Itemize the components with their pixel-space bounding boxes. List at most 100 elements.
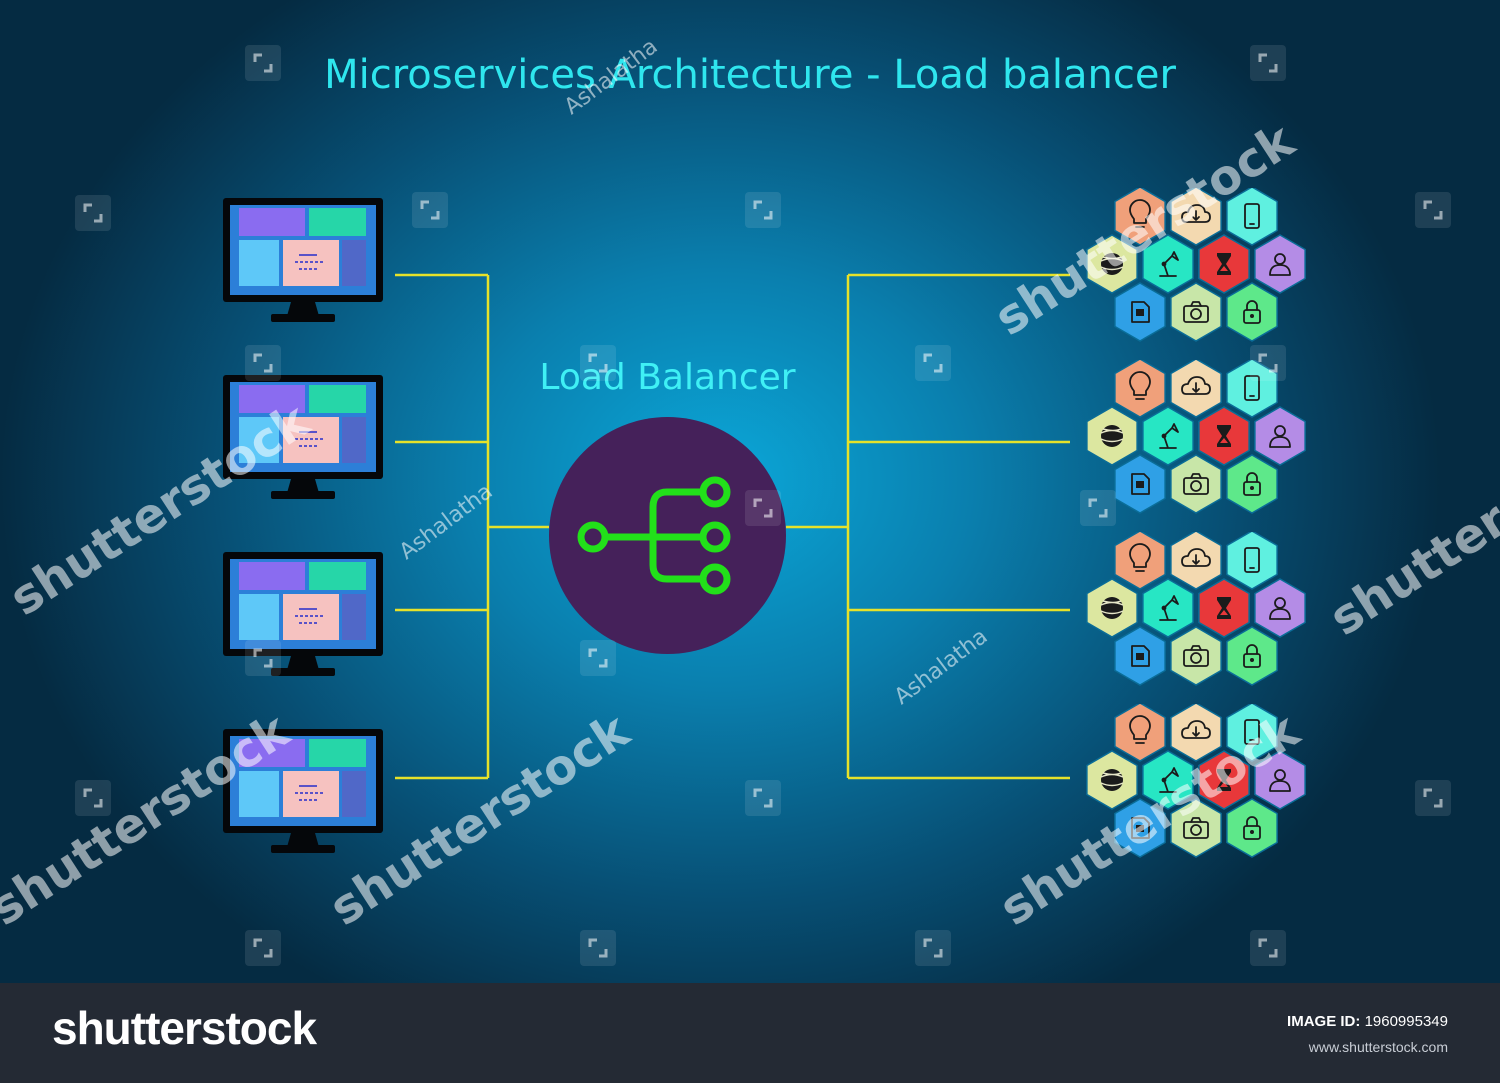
user-hexagon bbox=[1254, 234, 1306, 294]
client-monitor bbox=[223, 729, 383, 859]
watermark-logo-mark bbox=[245, 45, 281, 81]
camera-icon bbox=[1183, 817, 1209, 839]
watermark-logo-mark bbox=[1080, 490, 1116, 526]
watermark-logo-mark bbox=[75, 780, 111, 816]
microservice-cluster bbox=[1070, 530, 1310, 692]
monitor-icon bbox=[223, 552, 383, 676]
hourglass-hexagon bbox=[1198, 406, 1250, 466]
document-hexagon bbox=[1114, 798, 1166, 858]
watermark-logo-mark bbox=[580, 640, 616, 676]
diagram-title: Microservices Architecture - Load balanc… bbox=[324, 52, 1176, 98]
monitor-icon bbox=[223, 198, 383, 322]
watermark-logo-mark bbox=[1415, 780, 1451, 816]
desk-lamp-icon bbox=[1159, 767, 1179, 793]
lightbulb-hexagon bbox=[1114, 358, 1166, 418]
smartphone-hexagon bbox=[1226, 186, 1278, 246]
padlock-hexagon bbox=[1226, 282, 1278, 342]
hourglass-hexagon bbox=[1198, 750, 1250, 810]
padlock-hexagon bbox=[1226, 798, 1278, 858]
camera-hexagon bbox=[1170, 454, 1222, 514]
smartphone-icon bbox=[1244, 375, 1260, 401]
load-balancer-label: Load Balancer bbox=[539, 357, 796, 398]
microservice-hex-grid bbox=[1086, 530, 1306, 686]
lightbulb-hexagon bbox=[1114, 186, 1166, 246]
microservice-cluster bbox=[1070, 702, 1310, 864]
lightbulb-icon bbox=[1129, 715, 1151, 744]
watermark-logo-mark bbox=[580, 930, 616, 966]
microservice-hex-grid bbox=[1086, 186, 1306, 342]
padlock-hexagon bbox=[1226, 626, 1278, 686]
watermark-logo-mark bbox=[915, 345, 951, 381]
globe-hexagon bbox=[1086, 406, 1138, 466]
hourglass-hexagon bbox=[1198, 234, 1250, 294]
smartphone-icon bbox=[1244, 547, 1260, 573]
hourglass-icon bbox=[1217, 769, 1231, 791]
lightbulb-hexagon bbox=[1114, 702, 1166, 762]
smartphone-icon bbox=[1244, 203, 1260, 229]
desk-lamp-icon bbox=[1159, 595, 1179, 621]
image-id-label: IMAGE ID: bbox=[1287, 1013, 1361, 1030]
camera-hexagon bbox=[1170, 626, 1222, 686]
document-hexagon bbox=[1114, 626, 1166, 686]
cloud-download-icon bbox=[1181, 204, 1211, 223]
watermark-logo-mark bbox=[1250, 45, 1286, 81]
globe-hexagon bbox=[1086, 234, 1138, 294]
footer-url: www.shutterstock.com bbox=[1308, 1039, 1448, 1055]
document-icon bbox=[1131, 473, 1150, 495]
watermark-logo-mark bbox=[412, 192, 448, 228]
client-monitor bbox=[223, 375, 383, 505]
connector-lines bbox=[395, 273, 1070, 780]
globe-icon bbox=[1100, 597, 1124, 619]
lightbulb-icon bbox=[1129, 543, 1151, 572]
image-id-value: 1960995349 bbox=[1364, 1013, 1448, 1030]
client-monitor bbox=[223, 198, 383, 328]
footer-image-id: IMAGE ID: 1960995349 bbox=[1287, 1013, 1448, 1030]
camera-icon bbox=[1183, 473, 1209, 495]
watermark-logo-mark bbox=[75, 195, 111, 231]
watermark-logo-mark bbox=[580, 345, 616, 381]
microservice-cluster bbox=[1070, 186, 1310, 348]
watermark-logo-mark bbox=[745, 780, 781, 816]
watermark-logo-mark bbox=[1415, 192, 1451, 228]
load-balancer-node bbox=[549, 417, 786, 654]
watermark-logo-mark bbox=[745, 490, 781, 526]
lightbulb-hexagon bbox=[1114, 530, 1166, 590]
watermark-logo-mark bbox=[1250, 930, 1286, 966]
smartphone-hexagon bbox=[1226, 358, 1278, 418]
user-hexagon bbox=[1254, 578, 1306, 638]
microservice-hex-grid bbox=[1086, 358, 1306, 514]
padlock-icon bbox=[1243, 816, 1261, 840]
hourglass-hexagon bbox=[1198, 578, 1250, 638]
user-icon bbox=[1269, 597, 1291, 620]
cloud-download-hexagon bbox=[1170, 702, 1222, 762]
document-icon bbox=[1131, 817, 1150, 839]
user-icon bbox=[1269, 253, 1291, 276]
document-hexagon bbox=[1114, 282, 1166, 342]
footer-logo: shutterstock bbox=[52, 1002, 317, 1054]
footer-bar: shutterstock IMAGE ID: 1960995349 www.sh… bbox=[0, 983, 1500, 1083]
watermark-logo-mark bbox=[915, 930, 951, 966]
cloud-download-hexagon bbox=[1170, 530, 1222, 590]
hourglass-icon bbox=[1217, 597, 1231, 619]
desk-lamp-hexagon bbox=[1142, 578, 1194, 638]
lightbulb-icon bbox=[1129, 199, 1151, 228]
desk-lamp-hexagon bbox=[1142, 234, 1194, 294]
padlock-hexagon bbox=[1226, 454, 1278, 514]
diagram-canvas: Microservices Architecture - Load balanc… bbox=[0, 0, 1500, 983]
camera-hexagon bbox=[1170, 798, 1222, 858]
watermark-logo-mark bbox=[745, 192, 781, 228]
user-hexagon bbox=[1254, 406, 1306, 466]
padlock-icon bbox=[1243, 644, 1261, 668]
hourglass-icon bbox=[1217, 425, 1231, 447]
desk-lamp-hexagon bbox=[1142, 406, 1194, 466]
document-hexagon bbox=[1114, 454, 1166, 514]
watermark-logo-mark bbox=[245, 345, 281, 381]
desk-lamp-icon bbox=[1159, 251, 1179, 277]
user-icon bbox=[1269, 769, 1291, 792]
user-icon bbox=[1269, 425, 1291, 448]
smartphone-hexagon bbox=[1226, 702, 1278, 762]
desk-lamp-hexagon bbox=[1142, 750, 1194, 810]
padlock-icon bbox=[1243, 300, 1261, 324]
lightbulb-icon bbox=[1129, 371, 1151, 400]
watermark-logo-mark bbox=[245, 930, 281, 966]
